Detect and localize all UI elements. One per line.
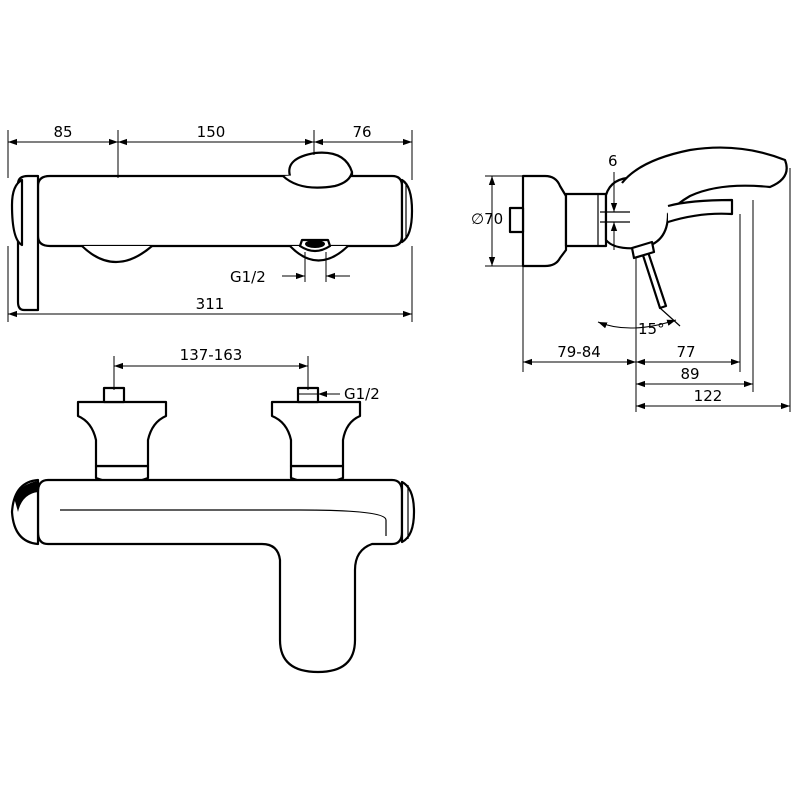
top-dimensions: 137-163 G1/2 [113,346,380,403]
dim-front-total: 311 [196,295,225,313]
dim-side-77: 77 [676,343,695,361]
front-view [10,151,414,312]
dim-side-diameter: ∅70 [471,210,503,228]
dim-bottom-thread: G1/2 [344,385,380,403]
dim-side-89: 89 [680,365,699,383]
dim-front-outlet-thread: G1/2 [230,268,266,286]
front-dimensions: 85 150 76 311 G1/2 [7,123,413,322]
dim-side-wall: 79-84 [557,343,601,361]
dim-side-122: 122 [694,387,723,405]
dim-front-left: 85 [53,123,72,141]
dim-front-middle: 150 [197,123,226,141]
top-view [10,386,416,674]
dim-side-angle: 15° [638,320,665,338]
dim-front-right: 76 [352,123,371,141]
dim-bottom-spacing: 137-163 [180,346,243,364]
dim-side-offset: 6 [608,152,618,170]
side-dimensions: ∅70 6 15° 79-84 77 89 122 [471,152,791,412]
side-view [508,146,788,310]
